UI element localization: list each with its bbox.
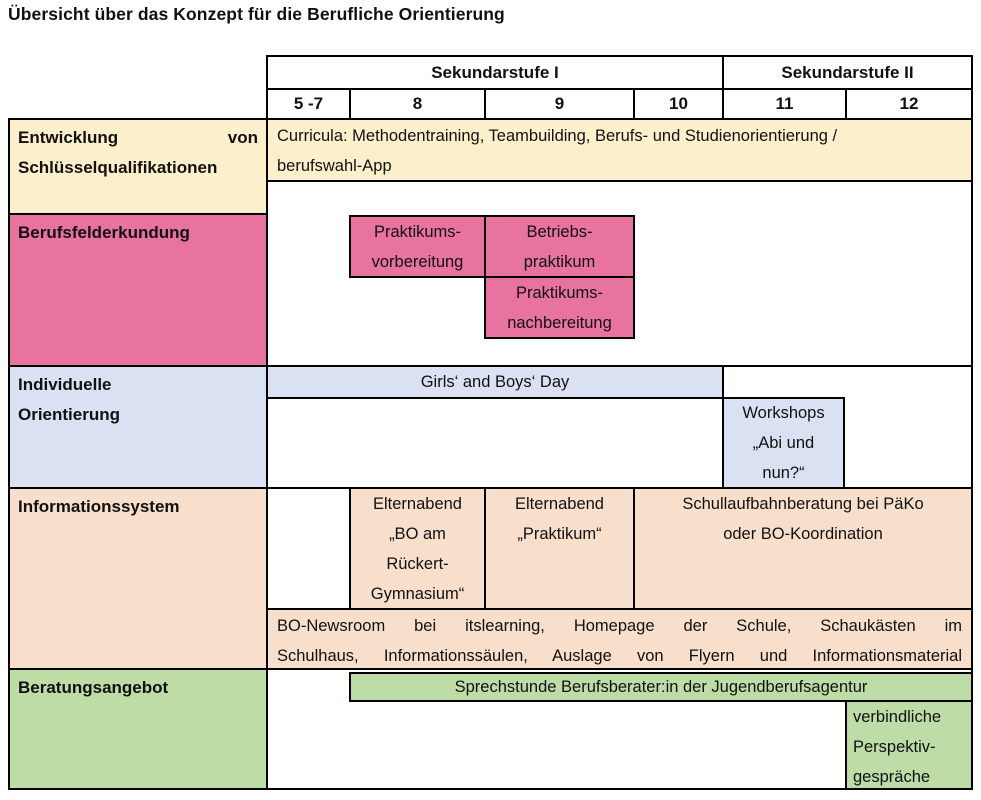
girls-boys-day-bar: Girls‘ and Boys‘ Day <box>266 365 724 399</box>
sprechstunde-bar: Sprechstunde Berufsberater:in der Jugend… <box>349 672 973 702</box>
row-label-entwicklung: Entwicklung von Schlüsselqualifikationen <box>8 118 268 215</box>
elternabend-praktikum-box: Elternabend „Praktikum“ <box>484 487 635 610</box>
table-border-right <box>971 55 973 790</box>
elternabend-bo-box: Elternabend „BO am Rückert- Gymnasium“ <box>349 487 486 610</box>
curricula-cell: Curricula: Methodentraining, Teambuildin… <box>266 118 973 182</box>
grade-col-9: 9 <box>484 88 635 120</box>
row-separator-individuelle <box>8 365 973 367</box>
schullaufbahnberatung-box: Schullaufbahnberatung bei PäKo oder BO-K… <box>633 487 973 610</box>
row-label-individuelle-orientierung: Individuelle Orientierung <box>8 365 268 489</box>
workshops-abi-und-nun-box: Workshops „Abi und nun?“ <box>722 397 845 489</box>
bo-newsroom-cell: BO-Newsroom bei itslearning, Homepage de… <box>266 608 973 670</box>
praktikumsvorbereitung-box: Praktikums- vorbereitung <box>349 215 486 278</box>
row-separator-informationssystem <box>8 487 973 489</box>
grade-col-8: 8 <box>349 88 486 120</box>
praktikumsnachbereitung-box: Praktikums- nachbereitung <box>484 276 635 339</box>
page-title: Übersicht über das Konzept für die Beruf… <box>8 4 505 24</box>
grade-col-12: 12 <box>845 88 973 120</box>
row-label-beratungsangebot: Beratungsangebot <box>8 668 268 790</box>
perspektivgespraeche-box: verbindliche Perspektiv- gespräche <box>845 700 973 790</box>
table-border-bottom <box>8 788 973 790</box>
grade-col-10: 10 <box>633 88 724 120</box>
grade-col-5-7: 5 -7 <box>266 88 351 120</box>
header-sekundarstufe-2: Sekundarstufe II <box>722 55 973 90</box>
row-separator-beratungsangebot <box>8 668 973 670</box>
row-label-informationssystem: Informationssystem <box>8 487 268 670</box>
betriebspraktikum-box: Betriebs- praktikum <box>484 215 635 278</box>
grade-col-11: 11 <box>722 88 847 120</box>
row-label-berufsfelderkundung: Berufsfelderkundung <box>8 213 268 367</box>
header-sekundarstufe-1: Sekundarstufe I <box>266 55 724 90</box>
